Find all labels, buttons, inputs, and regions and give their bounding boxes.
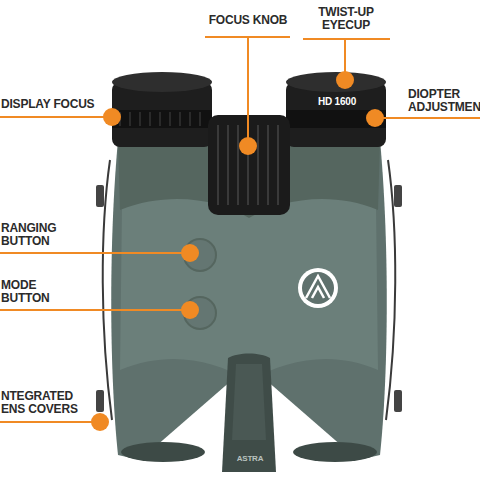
callout-label: MODE BUTTON	[1, 279, 63, 305]
callout-label: FOCUS KNOB	[205, 14, 291, 27]
callout-label: DISPLAY FOCUS	[1, 98, 111, 111]
callout-label: RANGING BUTTON	[1, 222, 63, 248]
callout-label: NTEGRATED ENS COVERS	[1, 390, 83, 416]
callout-label: TWIST-UP EYECUP	[303, 6, 389, 32]
brand-marking: ASTRA	[232, 454, 268, 464]
model-marking: HD 1600	[318, 96, 378, 108]
callout-label: DIOPTER ADJUSTMEN	[408, 88, 480, 114]
